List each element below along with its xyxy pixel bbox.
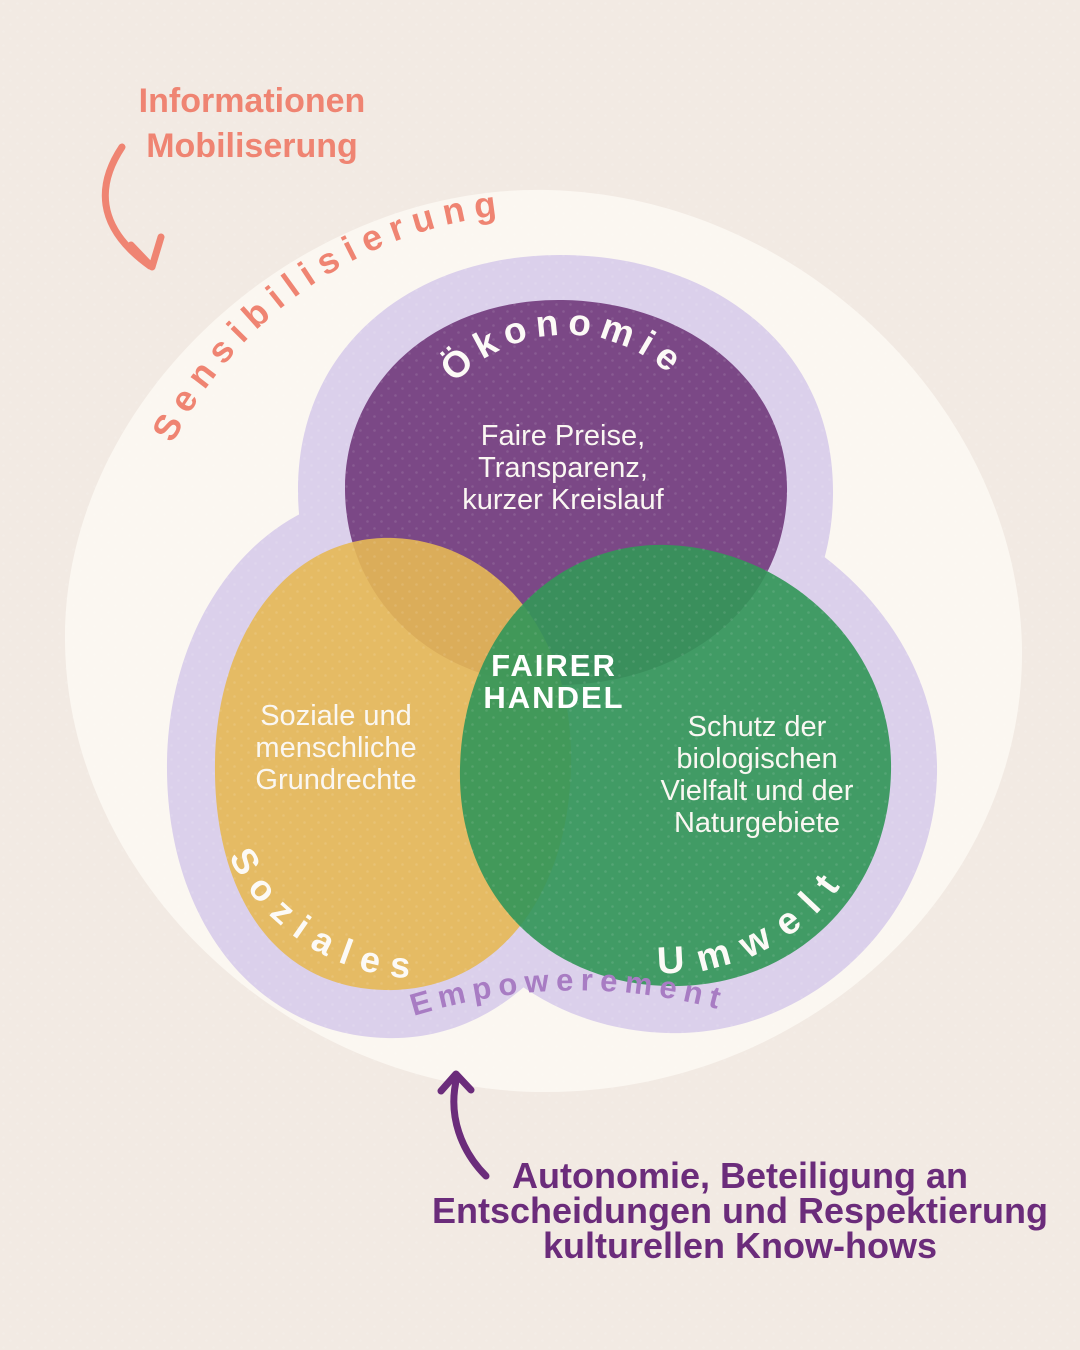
umwelt-desc-line: Naturgebiete bbox=[674, 807, 840, 839]
center-title-line: HANDEL bbox=[483, 680, 624, 715]
soziales-desc-line: Grundrechte bbox=[255, 764, 416, 796]
umwelt-desc-line: biologischen bbox=[676, 743, 837, 775]
annotation-line: Autonomie, Beteiligung an bbox=[512, 1155, 968, 1196]
annotation-line: kulturellen Know-hows bbox=[543, 1225, 937, 1266]
empowerment-annotation: Autonomie, Beteiligung an Entscheidungen… bbox=[432, 1070, 1048, 1266]
center-title-line: FAIRER bbox=[491, 648, 617, 683]
soziales-desc-line: menschliche bbox=[255, 732, 416, 764]
info-arrow-icon bbox=[101, 143, 165, 271]
soziales-desc-line: Soziale und bbox=[260, 700, 412, 732]
empowerment-arrow-icon bbox=[437, 1070, 490, 1180]
okonomie-desc-line: kurzer Kreislauf bbox=[462, 484, 664, 516]
okonomie-desc-line: Faire Preise, bbox=[481, 420, 645, 452]
umwelt-desc-line: Schutz der bbox=[688, 711, 827, 743]
okonomie-desc-line: Transparenz, bbox=[478, 452, 648, 484]
umwelt-desc-line: Vielfalt und der bbox=[661, 775, 854, 807]
info-mobilisierung-annotation: Informationen Mobiliserung bbox=[101, 82, 366, 271]
annotation-line: Informationen bbox=[139, 82, 366, 120]
annotation-line: Mobiliserung bbox=[146, 127, 358, 165]
annotation-line: Entscheidungen und Respektierung bbox=[432, 1190, 1048, 1231]
center-title-group: FAIRER HANDEL bbox=[483, 648, 624, 715]
